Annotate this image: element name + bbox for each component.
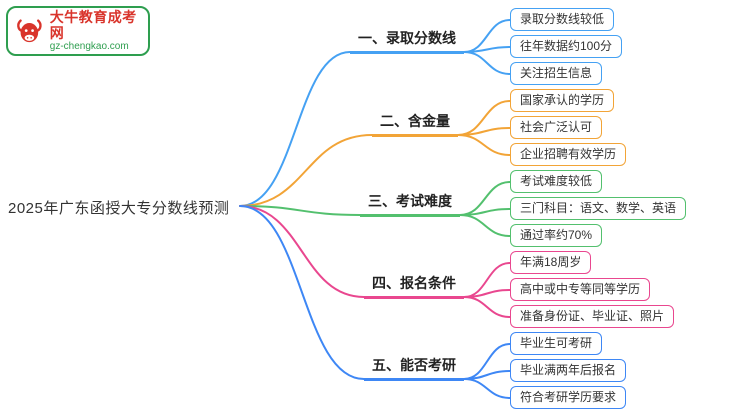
logo-title: 大牛教育成考网 bbox=[49, 9, 137, 42]
connector-branch-leaf bbox=[463, 296, 511, 318]
leaf-topic: 考试难度较低 bbox=[510, 170, 603, 193]
connector-branch-leaf bbox=[459, 208, 511, 216]
connector-root-branch bbox=[239, 51, 351, 207]
connector-branch-leaf bbox=[457, 100, 511, 136]
leaf-topic: 毕业满两年后报名 bbox=[510, 359, 627, 382]
root-topic: 2025年广东函授大专分数线预测 bbox=[8, 200, 230, 217]
connector-branch-leaf bbox=[459, 181, 511, 216]
leaf-topic: 录取分数线较低 bbox=[510, 8, 615, 31]
leaf-topic: 社会广泛认可 bbox=[510, 116, 603, 139]
connector-branch-leaf bbox=[457, 134, 511, 156]
branch-topic-admission-score: 一、录取分数线 bbox=[350, 28, 464, 54]
connector-branch-leaf bbox=[463, 343, 511, 380]
branch-topic-value: 二、含金量 bbox=[372, 111, 458, 137]
connector-branch-leaf bbox=[463, 370, 511, 380]
leaf-topic: 往年数据约100分 bbox=[510, 35, 623, 58]
branch-topic-exam-difficulty: 三、考试难度 bbox=[360, 191, 460, 217]
connector-root-branch bbox=[239, 205, 365, 298]
leaf-topic: 关注招生信息 bbox=[510, 62, 603, 85]
leaf-topic: 企业招聘有效学历 bbox=[510, 143, 627, 166]
branch-topic-requirements: 四、报名条件 bbox=[364, 273, 464, 299]
connector-root-branch bbox=[239, 205, 365, 380]
connector-branch-leaf bbox=[463, 289, 511, 298]
connector-root-branch bbox=[239, 134, 373, 207]
logo-text-block: 大牛教育成考网 gz-chengkao.com bbox=[50, 9, 141, 53]
leaf-topic: 国家承认的学历 bbox=[510, 89, 615, 112]
connector-branch-leaf bbox=[463, 262, 511, 298]
connector-branch-leaf bbox=[459, 214, 511, 237]
leaf-topic: 年满18周岁 bbox=[510, 251, 592, 274]
leaf-topic: 高中或中专等同等学历 bbox=[510, 278, 651, 301]
leaf-topic: 毕业生可考研 bbox=[510, 332, 603, 355]
connector-branch-leaf bbox=[457, 127, 511, 136]
branch-topic-postgraduate: 五、能否考研 bbox=[364, 355, 464, 381]
connector-branch-leaf bbox=[463, 378, 511, 399]
connector-branch-leaf bbox=[463, 19, 511, 53]
logo-subtitle: gz-chengkao.com bbox=[49, 41, 129, 53]
leaf-topic: 三门科目：语文、数学、英语 bbox=[510, 197, 687, 220]
bull-logo-icon bbox=[17, 19, 42, 43]
connector-branch-leaf bbox=[463, 46, 511, 53]
leaf-topic: 准备身份证、毕业证、照片 bbox=[510, 305, 675, 328]
connector-root-branch bbox=[239, 205, 361, 216]
leaf-topic: 符合考研学历要求 bbox=[510, 386, 627, 409]
connector-branch-leaf bbox=[463, 51, 511, 75]
site-logo: 大牛教育成考网 gz-chengkao.com bbox=[6, 6, 150, 56]
leaf-topic: 通过率约70% bbox=[510, 224, 603, 247]
